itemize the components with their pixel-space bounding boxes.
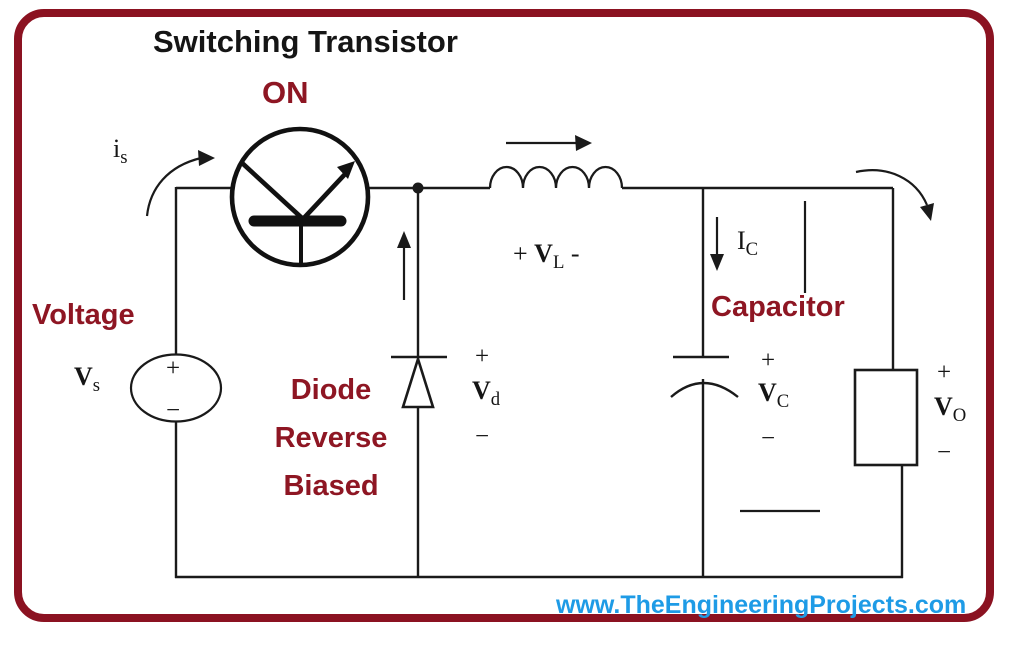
inductor-current-arrow [506,135,592,151]
wires [174,186,904,579]
capacitor-voltage-label: VC [758,378,790,413]
emitter-arrowhead [337,161,355,179]
diode-caption-line2: Reverse [274,422,388,454]
diode-current-arrow [397,231,411,300]
diode-caption-line1: Diode [290,374,372,406]
inductor-symbol [488,165,624,189]
capacitor-symbol [670,355,739,398]
source-current-label: is [113,134,128,169]
capacitor-current-arrow [710,217,724,271]
diode-symbol [391,354,447,409]
capacitor-caption: Capacitor [711,291,845,323]
diode-caption-line3: Biased [283,470,379,502]
diode-plus-sign: + [475,343,490,370]
capacitor-minus-sign: − [761,425,776,452]
voltage-source-symbol [129,353,223,423]
source-plus-sign: + [166,355,181,382]
output-voltage-label: VO [934,392,967,427]
diagram-border-frame [14,9,994,622]
source-minus-sign: − [166,397,181,424]
inductor-voltage-label: + VL - [513,239,580,274]
diode-caption: Diode Reverse Biased [264,366,398,510]
diode-minus-sign: − [475,423,490,450]
transistor-symbol [229,126,371,268]
capacitor-leader-lines [740,201,820,513]
watermark-link[interactable]: www.TheEngineeringProjects.com [556,591,967,619]
capacitor-current-label: IC [737,226,759,261]
transistor-state-label: ON [262,75,309,110]
output-minus-sign: − [937,439,952,466]
source-voltage-label: Vs [74,362,101,397]
output-plus-sign: + [937,359,952,386]
diode-voltage-label: Vd [472,376,501,411]
junction-dot [412,182,424,194]
source-current-arrow [145,150,215,217]
capacitor-plus-sign: + [761,347,776,374]
voltage-caption: Voltage [32,299,135,331]
output-current-arrow [855,169,934,221]
load-resistor-symbol [853,368,919,467]
diagram-title: Switching Transistor [153,24,458,59]
